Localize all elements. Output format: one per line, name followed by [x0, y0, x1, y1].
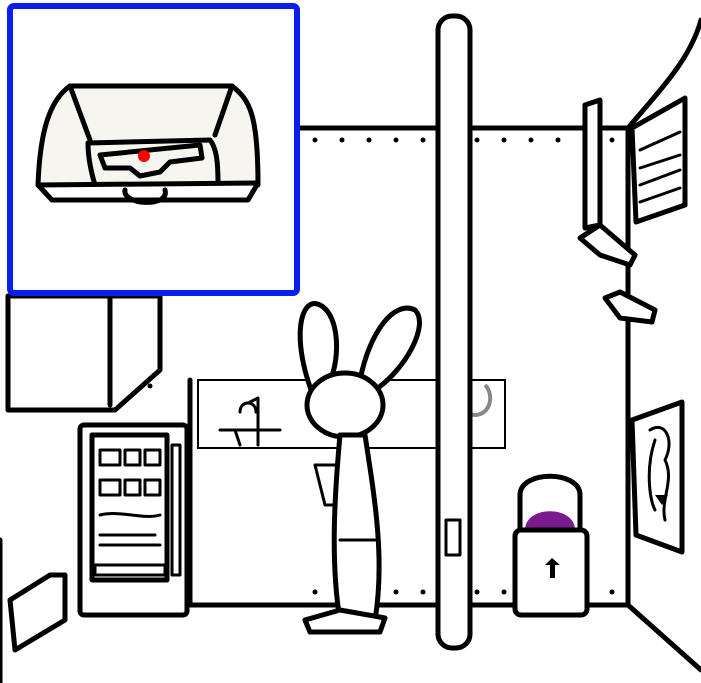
recycle-icon — [545, 558, 560, 578]
right-wall-curve — [625, 17, 701, 131]
trash-contents — [525, 511, 575, 530]
rivet — [393, 137, 399, 143]
rivet — [555, 137, 561, 143]
pole — [435, 13, 473, 651]
wall-pipe[interactable] — [577, 97, 658, 325]
vending-fridge[interactable] — [77, 422, 190, 618]
trash-can[interactable] — [512, 473, 590, 618]
rivet — [420, 589, 426, 595]
bunny-character[interactable] — [297, 301, 422, 635]
bin[interactable] — [7, 572, 68, 653]
rivet — [474, 589, 480, 595]
rivet — [501, 589, 507, 595]
rivet — [147, 383, 153, 389]
rivet — [609, 589, 615, 595]
floor-edge — [625, 602, 701, 673]
poster[interactable] — [629, 399, 685, 555]
wall-cabinet[interactable] — [5, 293, 163, 413]
rivet — [339, 137, 345, 143]
marker-dot — [138, 150, 150, 162]
rivet — [528, 137, 534, 143]
rivet — [312, 589, 318, 595]
window[interactable] — [629, 95, 688, 225]
rivet — [420, 137, 426, 143]
zoom-inset — [7, 3, 300, 296]
rivet — [474, 137, 480, 143]
rivet — [312, 137, 318, 143]
rivet — [609, 137, 615, 143]
rivet — [501, 137, 507, 143]
rivet — [393, 589, 399, 595]
inset-object[interactable] — [35, 83, 261, 205]
rivet — [366, 137, 372, 143]
